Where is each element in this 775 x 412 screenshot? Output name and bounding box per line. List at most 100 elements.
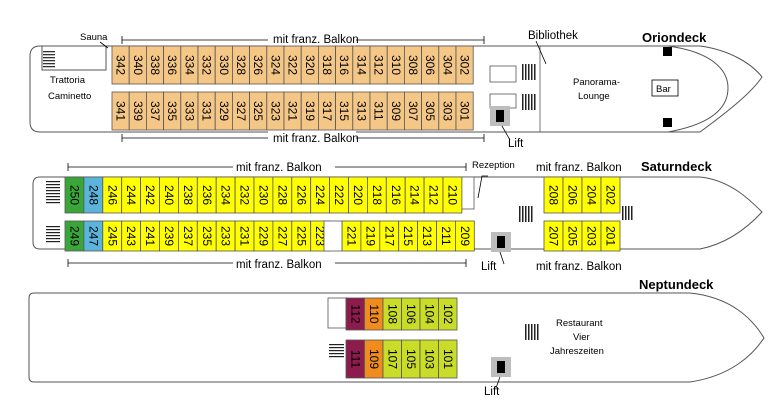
column-icon <box>663 47 672 56</box>
neptun-room-top-left <box>327 297 347 329</box>
cabin: 238 <box>177 176 198 214</box>
cabin-number: 202 <box>604 185 618 205</box>
cabin-number: 242 <box>143 185 157 205</box>
cabin-number: 317 <box>320 101 334 121</box>
cabin-number: 306 <box>423 55 437 75</box>
cabin-number: 307 <box>406 101 420 121</box>
sauna-stripes-icon <box>43 51 55 68</box>
cabin: 313 <box>352 91 371 131</box>
cabin: 317 <box>317 91 336 131</box>
cabin: 110 <box>364 297 384 331</box>
cabin: 240 <box>159 176 179 214</box>
cabin: 243 <box>121 220 141 252</box>
cabin: 339 <box>128 91 147 131</box>
cabin-number: 222 <box>332 185 346 205</box>
sauna-label: Sauna <box>80 32 108 43</box>
cabin: 208 <box>543 176 564 214</box>
restaurant-label-line2: Vier <box>573 332 590 343</box>
cabin-number: 330 <box>217 55 231 75</box>
cabin: 219 <box>360 220 381 252</box>
cabin-number: 218 <box>370 185 384 205</box>
restaurant-label-line2: Caminetto <box>48 91 91 102</box>
cabin: 241 <box>140 220 160 252</box>
cabin-number: 247 <box>86 226 100 246</box>
cabin: 330 <box>214 45 233 85</box>
cabin: 204 <box>581 176 602 214</box>
cabin: 315 <box>335 91 354 131</box>
cabin-number: 243 <box>124 226 138 246</box>
cabin-number: 331 <box>200 101 214 121</box>
stairs-icon <box>46 181 60 243</box>
cabin-number: 325 <box>251 101 265 121</box>
cabin-number: 214 <box>408 185 422 205</box>
lift-pointer <box>501 125 511 141</box>
cabin: 102 <box>438 297 458 331</box>
deck-name: Neptundeck <box>639 277 714 292</box>
cabin-number: 336 <box>165 55 179 75</box>
bracket-label-bg <box>233 160 335 174</box>
cabin-number: 206 <box>566 185 580 205</box>
cabin-number: 104 <box>422 304 436 324</box>
cabin: 205 <box>562 220 583 252</box>
cabin: 307 <box>403 91 422 131</box>
cabin: 333 <box>180 91 199 131</box>
cabin: 302 <box>455 45 474 85</box>
cabin: 101 <box>438 339 458 379</box>
cabin: 112 <box>345 297 365 331</box>
oriondeck: Oriondeck Sauna Trattoria Caminetto mit … <box>29 30 763 150</box>
cabin: 221 <box>341 220 362 252</box>
cabin: 224 <box>310 176 331 214</box>
cabin-number: 342 <box>114 55 128 75</box>
cabin-number: 322 <box>286 55 300 75</box>
cabin-number: 235 <box>200 226 214 246</box>
cabin: 206 <box>562 176 583 214</box>
cabin-number: 112 <box>348 304 362 323</box>
cabin: 244 <box>121 176 141 214</box>
cabin: 303 <box>438 91 457 131</box>
cabin-number: 212 <box>427 185 441 205</box>
cabin-number: 230 <box>256 185 270 205</box>
cabin: 106 <box>401 297 421 331</box>
cabin: 108 <box>382 297 402 331</box>
cabin-number: 248 <box>86 185 100 205</box>
cabin-number: 305 <box>423 101 437 121</box>
cabin: 216 <box>385 176 406 214</box>
cabin-number: 312 <box>372 55 386 75</box>
cabin-number: 309 <box>389 101 403 121</box>
cabin: 227 <box>272 220 293 252</box>
cabin-number: 102 <box>441 304 455 324</box>
cabin-number: 239 <box>162 226 176 246</box>
cabin-number: 324 <box>268 55 282 75</box>
cabin-unnumbered <box>323 220 343 252</box>
cabin: 103 <box>419 339 439 379</box>
cabin: 104 <box>419 297 439 331</box>
cabin: 217 <box>379 220 400 252</box>
cabin-number: 224 <box>313 185 327 205</box>
cabin-box <box>600 176 621 214</box>
cabin-box <box>455 91 474 131</box>
cabin-number: 107 <box>385 349 399 369</box>
cabin: 214 <box>404 176 425 214</box>
cabin-number: 232 <box>238 185 252 205</box>
cabin-box <box>438 297 458 331</box>
cabin-number: 208 <box>547 185 561 205</box>
cabin-number: 249 <box>67 226 81 246</box>
library-label: Bibliothek <box>528 30 578 42</box>
cabin-number: 337 <box>148 101 162 121</box>
cabin-number: 209 <box>458 226 472 246</box>
cabin-number: 245 <box>105 226 119 246</box>
cabin-number: 246 <box>105 185 119 205</box>
column-icon <box>663 118 672 127</box>
cabin: 320 <box>300 45 319 85</box>
cabin: 228 <box>272 176 293 214</box>
cabin-number: 207 <box>547 226 561 246</box>
cabin-box <box>455 45 474 85</box>
cabin-number: 103 <box>422 349 436 369</box>
cabin: 235 <box>196 220 217 252</box>
cabin: 249 <box>64 220 85 252</box>
lift-icon <box>496 110 504 122</box>
stairs-block <box>489 93 517 109</box>
